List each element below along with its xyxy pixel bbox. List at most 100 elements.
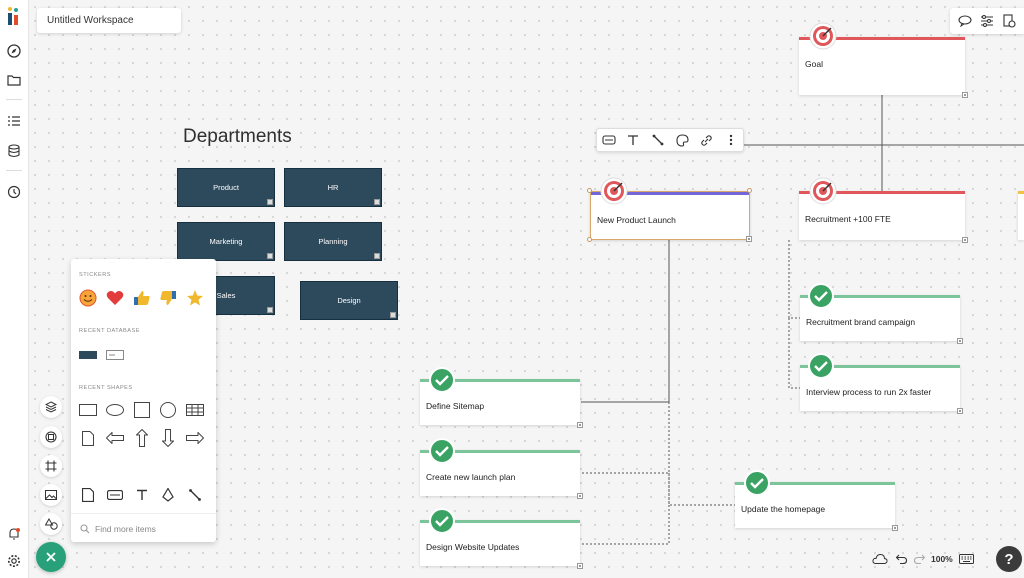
resize-handle[interactable] [577,563,583,569]
zoom-level[interactable]: 100% [931,554,953,564]
resize-handle[interactable] [962,237,968,243]
dark-rectangle-shape-icon[interactable] [77,344,99,366]
smiley-sticker-icon[interactable] [77,287,99,309]
connector-icon[interactable] [649,131,667,149]
heart-sticker-icon[interactable] [104,287,126,309]
selection-handle[interactable] [587,237,592,242]
resize-handle[interactable] [957,338,963,344]
new-product-launch-card[interactable]: New Product Launch [590,191,752,242]
more-options-icon[interactable] [722,131,740,149]
comment-icon[interactable] [956,12,974,30]
card-color-bar [1018,191,1024,194]
frame-icon[interactable] [40,455,62,477]
left-sidebar [0,0,29,578]
thumbs-down-sticker-icon[interactable] [157,287,179,309]
layers-icon[interactable] [40,396,62,418]
document-shape-icon[interactable] [77,427,99,449]
department-label: Sales [216,291,236,300]
resize-handle[interactable] [267,253,273,259]
card-style-icon[interactable] [600,131,618,149]
target-icon [809,177,837,205]
card-tool-icon[interactable] [104,484,126,506]
text-tool-icon[interactable] [131,484,153,506]
card-title: Recruitment +100 FTE [805,214,891,224]
resize-handle[interactable] [577,493,583,499]
department-label: HR [327,183,339,192]
help-button[interactable]: ? [996,546,1022,572]
star-sticker-icon[interactable] [184,287,206,309]
selection-handle[interactable] [587,188,592,193]
app-logo[interactable] [4,6,24,26]
check-badge-icon [808,353,834,379]
folder-icon[interactable] [4,70,24,90]
resize-handle[interactable] [374,199,380,205]
selection-handle[interactable] [747,188,752,193]
right-arrow-shape-icon[interactable] [184,427,206,449]
check-badge-icon [429,367,455,393]
department-label: Marketing [209,237,243,246]
rectangle-shape-icon[interactable] [77,399,99,421]
shapes-icon[interactable] [40,513,62,535]
square-shape-icon[interactable] [131,399,153,421]
resize-handle[interactable] [892,525,898,531]
ellipse-shape-icon[interactable] [104,399,126,421]
stickers-heading: STICKERS [79,272,111,278]
close-panel-button[interactable] [36,542,66,572]
text-icon[interactable] [624,131,642,149]
department-product[interactable]: Product [177,168,275,207]
pen-tool-icon[interactable] [157,484,179,506]
cloud-sync-icon[interactable] [872,553,888,565]
link-icon[interactable] [697,131,715,149]
department-planning[interactable]: Planning [284,222,382,261]
departments-heading: Departments [183,126,292,147]
thumbs-up-sticker-icon[interactable] [131,287,153,309]
find-more-placeholder: Find more items [95,524,156,534]
compass-icon[interactable] [4,41,24,61]
image-icon[interactable] [40,484,62,506]
resize-handle[interactable] [267,199,273,205]
templates-icon[interactable] [40,426,62,448]
settings-gear-icon[interactable] [4,551,24,571]
department-design[interactable]: Design [300,281,398,320]
check-badge-icon [429,438,455,464]
resize-handle[interactable] [957,408,963,414]
card-color-bar [420,379,580,382]
department-hr[interactable]: HR [284,168,382,207]
department-label: Product [213,183,239,192]
table-shape-icon[interactable] [184,399,206,421]
find-more-items-search[interactable]: Find more items [71,513,216,542]
document-settings-icon[interactable] [1000,12,1018,30]
up-arrow-shape-icon[interactable] [131,427,153,449]
launch-plan-card[interactable]: Create new launch plan [420,450,583,499]
offscreen-card[interactable] [1018,191,1024,240]
left-arrow-shape-icon[interactable] [104,427,126,449]
database-icon[interactable] [4,141,24,161]
resize-handle[interactable] [746,236,752,242]
resize-handle[interactable] [390,312,396,318]
workspace-title[interactable]: Untitled Workspace [37,8,181,33]
resize-handle[interactable] [267,307,273,313]
history-icon[interactable] [4,182,24,202]
department-label: Planning [318,237,348,246]
palette-icon[interactable] [673,131,691,149]
card-color-bar [800,365,960,368]
redo-icon[interactable] [914,554,925,564]
keyboard-shortcuts-icon[interactable] [958,554,974,564]
card-color-bar [800,295,960,298]
resize-handle[interactable] [577,422,583,428]
resize-handle[interactable] [374,253,380,259]
undo-icon[interactable] [896,554,907,564]
department-label: Design [337,296,361,305]
page-tool-icon[interactable] [77,484,99,506]
search-icon [80,524,90,534]
close-icon [46,552,56,562]
sliders-icon[interactable] [978,12,996,30]
line-tool-icon[interactable] [184,484,206,506]
department-marketing[interactable]: Marketing [177,222,275,261]
outlined-rectangle-shape-icon[interactable] [104,344,126,366]
down-arrow-shape-icon[interactable] [157,427,179,449]
resize-handle[interactable] [962,92,968,98]
checklist-icon[interactable] [4,111,24,131]
notifications-bell-icon[interactable] [4,524,24,544]
circle-shape-icon[interactable] [157,399,179,421]
